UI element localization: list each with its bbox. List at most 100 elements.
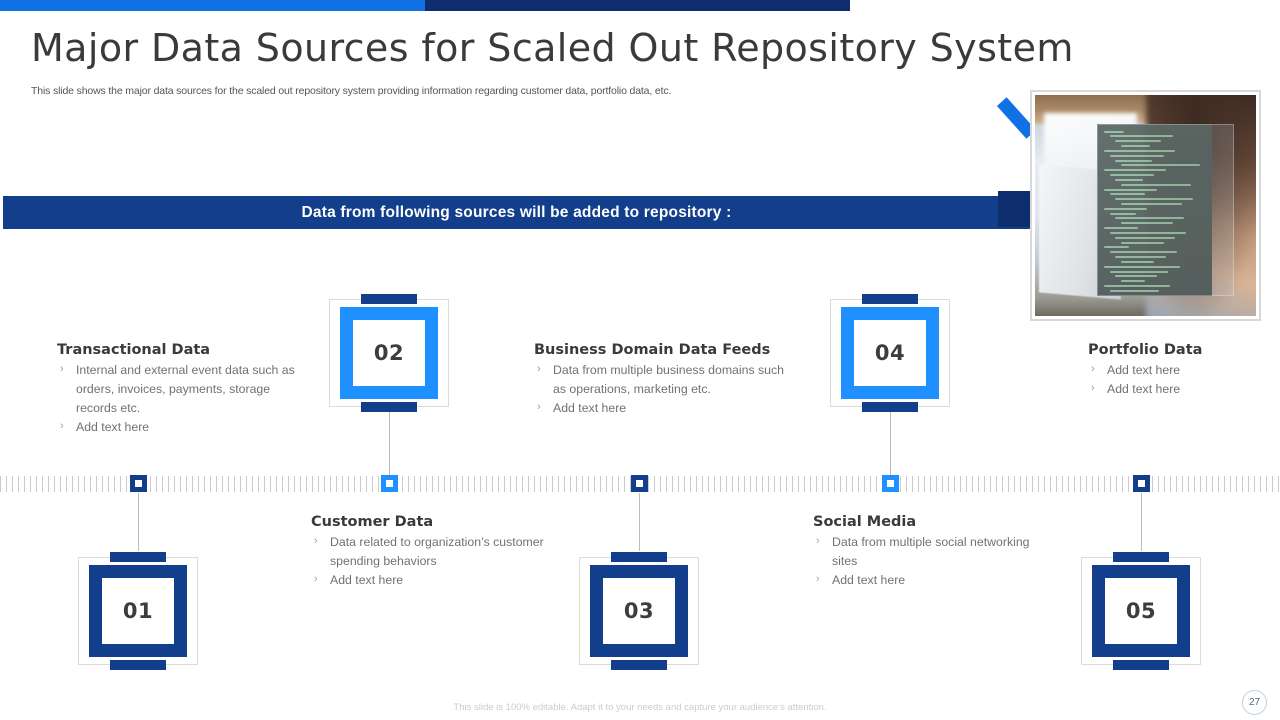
page-number-badge: 27 <box>1242 690 1267 715</box>
step-bullet-item: ›Add text here <box>1091 363 1181 377</box>
step-box-bottom-bar <box>110 660 166 670</box>
code-line <box>1121 260 1155 263</box>
code-line <box>1109 270 1169 273</box>
code-line <box>1109 212 1136 215</box>
timeline-marker-05[interactable] <box>1133 475 1150 492</box>
step-number: 02 <box>373 341 405 365</box>
chevron-right-icon: › <box>314 573 318 586</box>
step-box-bottom-bar <box>361 402 417 412</box>
timeline-marker-01[interactable] <box>130 475 147 492</box>
section-banner: Data from following sources will be adde… <box>3 196 1030 229</box>
step-box-03[interactable]: 03 <box>579 549 699 673</box>
code-line <box>1103 149 1175 152</box>
step-box-frame: 02 <box>340 307 438 399</box>
step-box-01[interactable]: 01 <box>78 549 198 673</box>
step-box-frame: 01 <box>89 565 187 657</box>
step-box-frame: 03 <box>590 565 688 657</box>
photo-code-screen <box>1096 123 1212 297</box>
connector-line-05 <box>1141 493 1142 551</box>
step-text-block-03: Business Domain Data Feeds ›Data from mul… <box>534 342 799 418</box>
code-line <box>1121 183 1192 186</box>
code-line <box>1115 140 1162 143</box>
step-box-top-bar <box>110 552 166 562</box>
code-line <box>1115 275 1157 278</box>
step-text-block-04: Social Media ›Data from multiple social n… <box>813 514 1048 590</box>
code-line <box>1109 251 1178 254</box>
code-line <box>1115 198 1194 201</box>
code-line <box>1121 241 1164 244</box>
code-line <box>1109 193 1146 196</box>
code-line <box>1103 130 1125 133</box>
step-bullet-item: ›Data related to organization’s customer… <box>314 535 544 569</box>
step-box-04[interactable]: 04 <box>830 291 950 415</box>
code-line <box>1109 289 1159 292</box>
code-line <box>1103 265 1180 268</box>
timeline-marker-04[interactable] <box>882 475 899 492</box>
step-box-bottom-bar <box>862 402 918 412</box>
step-bullet-list: ›Data related to organization’s customer… <box>311 533 546 590</box>
top-accent-navy-segment <box>425 0 850 11</box>
step-number: 05 <box>1125 599 1157 623</box>
step-text-block-02: Customer Data ›Data related to organizati… <box>311 514 546 590</box>
step-text-block-05: Portfolio Data›Add text here›Add text he… <box>1088 342 1268 399</box>
step-bullet-item: ›Add text here <box>1091 382 1181 397</box>
step-number: 04 <box>874 341 906 365</box>
step-box-frame: 05 <box>1092 565 1190 657</box>
timeline-marker-core <box>887 480 894 487</box>
step-box-top-bar <box>1113 552 1169 562</box>
code-line <box>1109 154 1164 157</box>
connector-line-02 <box>389 412 390 475</box>
step-bullet-list: ›Data from multiple business domains suc… <box>534 361 799 418</box>
photo-frame <box>1030 90 1261 321</box>
timeline-marker-02[interactable] <box>381 475 398 492</box>
chevron-right-icon: › <box>816 535 820 547</box>
code-line <box>1109 174 1155 177</box>
step-title-04: Social Media <box>813 514 917 530</box>
chevron-right-icon: › <box>60 363 64 375</box>
code-line <box>1121 280 1146 283</box>
step-box-top-bar <box>611 552 667 562</box>
step-title-05: Portfolio Data <box>1088 342 1203 358</box>
timeline-marker-core <box>1138 480 1145 487</box>
connector-line-03 <box>639 493 640 551</box>
code-line <box>1103 246 1130 249</box>
step-bullet-item: ›Data from multiple social networking si… <box>816 535 1030 569</box>
connector-line-01 <box>138 493 139 551</box>
top-accent-bar <box>0 0 1280 11</box>
code-line <box>1115 236 1175 239</box>
timeline-marker-core <box>135 480 142 487</box>
step-box-02[interactable]: 02 <box>329 291 449 415</box>
timeline-marker-core <box>636 480 643 487</box>
connector-line-04 <box>890 412 891 475</box>
step-title-03: Business Domain Data Feeds <box>534 342 771 358</box>
chevron-right-icon: › <box>314 535 318 547</box>
timeline-marker-03[interactable] <box>631 475 648 492</box>
step-bullet-item: ›Internal and external event data such a… <box>60 363 295 416</box>
step-box-bottom-bar <box>1113 660 1169 670</box>
code-line <box>1109 135 1173 138</box>
step-title-01: Transactional Data <box>57 342 211 358</box>
step-box-frame: 04 <box>841 307 939 399</box>
photo-glass-overlay <box>1096 123 1234 297</box>
chevron-right-icon: › <box>537 401 541 414</box>
step-text-block-01: Transactional Data ›Internal and external… <box>57 342 307 437</box>
step-box-05[interactable]: 05 <box>1081 549 1201 673</box>
step-bullet-item: ›Add text here <box>537 401 627 416</box>
timeline-marker-core <box>386 480 393 487</box>
code-line <box>1121 222 1173 225</box>
page-title: Major Data Sources for Scaled Out Reposi… <box>31 26 1074 70</box>
chevron-right-icon: › <box>1091 363 1095 375</box>
step-bullet-list: ›Internal and external event data such a… <box>57 361 307 437</box>
code-line <box>1103 285 1171 288</box>
step-bullet-list: ›Add text here ›Add text here <box>1088 361 1268 399</box>
step-bullet-item: ›Add text here <box>816 573 906 588</box>
step-title-02: Customer Data <box>311 514 434 530</box>
code-line <box>1115 256 1166 259</box>
code-line <box>1115 159 1153 162</box>
code-line <box>1115 178 1143 181</box>
code-line <box>1121 203 1182 205</box>
step-bullet-item: ›Data from multiple business domains suc… <box>537 363 785 397</box>
step-bullet-item: ›Add text here <box>60 420 150 435</box>
code-line <box>1121 145 1150 148</box>
code-line <box>1103 227 1139 230</box>
